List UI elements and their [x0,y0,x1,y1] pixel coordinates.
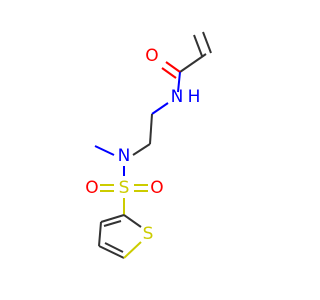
bond-n-methyl [94,145,115,156]
bond-n-to-ch2 [151,102,169,115]
molecule-diagram: O N H N S O O S [85,31,212,259]
atom-oxygen-sulfonyl-left: O [85,178,98,198]
bond-thiophene-c3-c4 [98,221,102,247]
bond-carbonyl-double-1 [165,61,181,73]
bond-thiophene-c4-c5 [98,245,125,259]
bond-carbonyl-to-n [177,71,181,93]
atom-oxygen-sulfonyl-right: O [150,178,163,198]
bond-vinyl-to-carbonyl [179,53,207,73]
atom-hydrogen-amide: H [188,87,201,107]
atom-labels: O N H N S O O S [85,46,200,244]
bond-thiophene-c4-c5-double [104,242,124,253]
bond-thiophene-c2-c3-double [103,220,122,227]
bond-ch2-to-n [132,143,151,156]
bond-vinyl-double-second [193,34,203,57]
bond-carbonyl-double-2 [161,67,177,79]
atom-sulfur-thiophene: S [143,224,154,244]
bond-ch2-ch2 [149,113,153,145]
bonds [94,31,212,259]
atom-nitrogen-sulfonamide: N [118,146,131,166]
bond-thiophene-c5-s [123,241,142,259]
atom-oxygen-carbonyl: O [145,46,158,66]
bond-vinyl-terminal [202,31,212,54]
atom-nitrogen-amide: N [171,87,184,107]
atom-sulfur-sulfonyl: S [119,178,130,198]
bond-thiophene-c2-s [123,214,142,228]
bond-thiophene-c2-c3 [100,214,125,223]
